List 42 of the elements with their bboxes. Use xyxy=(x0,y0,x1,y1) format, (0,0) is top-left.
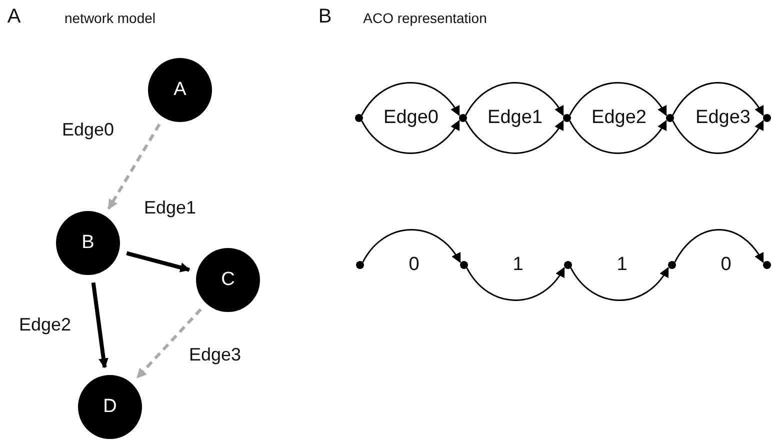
arrow xyxy=(362,229,461,264)
sequence-label: Edge1 xyxy=(488,107,542,129)
arrow xyxy=(672,120,764,154)
panel-title: ACO representation xyxy=(363,10,487,26)
arrow xyxy=(136,308,202,379)
dot xyxy=(564,261,572,269)
dot xyxy=(459,114,467,122)
dot xyxy=(355,114,363,122)
dot xyxy=(356,261,364,269)
arrow xyxy=(465,82,564,116)
arrow xyxy=(361,120,460,154)
sequence-label: Edge0 xyxy=(384,107,438,129)
arrow xyxy=(107,124,161,210)
dot xyxy=(563,114,571,122)
bit-value: 1 xyxy=(512,254,524,276)
dot xyxy=(763,114,771,122)
arrow xyxy=(126,251,190,272)
panel-letter: B xyxy=(318,6,332,28)
node-circle: B xyxy=(56,211,120,275)
arrow xyxy=(672,82,764,116)
arrow xyxy=(569,120,667,154)
node-circle: A xyxy=(148,58,212,122)
dot xyxy=(666,114,674,122)
arrow xyxy=(569,82,667,116)
sequence-label: Edge3 xyxy=(696,107,750,129)
arrow xyxy=(465,120,564,154)
panel-title: network model xyxy=(64,10,156,26)
arrow xyxy=(570,266,669,301)
dot xyxy=(460,261,468,269)
node-circle: C xyxy=(196,248,260,312)
bit-value: 0 xyxy=(720,254,732,276)
dot xyxy=(763,261,771,269)
arrow xyxy=(361,82,460,116)
arrow xyxy=(466,266,565,301)
panel-letter: A xyxy=(7,6,21,28)
sequence-label: Edge2 xyxy=(592,107,646,129)
node-circle: D xyxy=(78,375,142,439)
bit-value: 0 xyxy=(408,254,420,276)
bit-value: 1 xyxy=(616,254,628,276)
dot xyxy=(668,261,676,269)
arrow xyxy=(91,282,108,368)
arrow xyxy=(674,229,764,264)
